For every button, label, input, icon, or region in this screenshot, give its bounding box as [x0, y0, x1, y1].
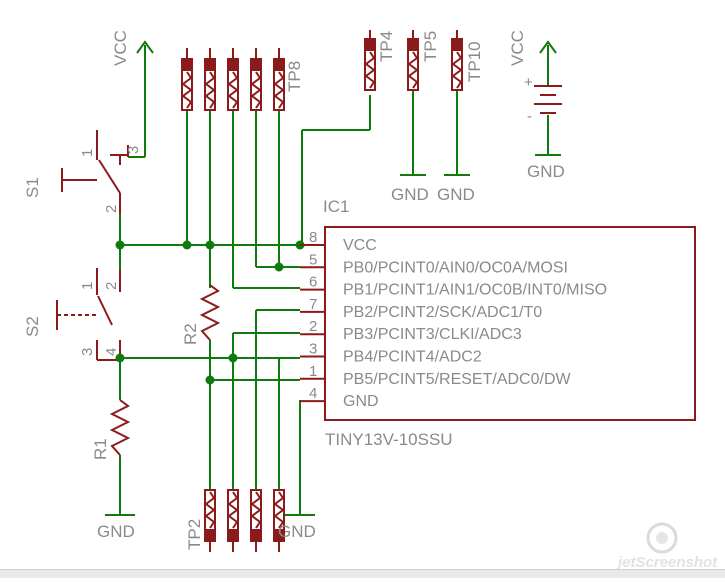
test-point-tp5: TP5 [407, 30, 440, 91]
ic1-pin-signal: PB3/PCINT3/CLKI/ADC3 [343, 326, 522, 343]
s2-label: S2 [23, 316, 42, 337]
ic1-pin-signal: GND [343, 393, 379, 410]
tp8-label: TP8 [285, 61, 304, 92]
wires [105, 45, 561, 516]
ic1-pin-signal: PB0/PCINT0/AIN0/OC0A/MOSI [343, 259, 568, 276]
test-points-top: TP8 [181, 48, 304, 111]
ic1-pin-number: 4 [309, 385, 317, 402]
vcc-label-left: VCC [111, 30, 130, 66]
watermark-logo: jetScreenshot [616, 522, 718, 571]
tp10-label: TP10 [465, 41, 484, 82]
tp4-label: TP4 [377, 31, 396, 62]
test-point [204, 489, 216, 552]
ic1-pin-signal: PB1/PCINT1/AIN1/OC0B/INT0/MISO [343, 282, 607, 299]
tp2-label: TP2 [185, 519, 204, 550]
switch-s2: 1 2 3 4 S2 [23, 268, 121, 361]
test-points-bottom: TP2 [185, 489, 285, 552]
ic1-pin-number: 6 [309, 274, 317, 291]
ic1-part: TINY13V-10SSU [325, 430, 453, 449]
resistor-r1: R1 [91, 399, 131, 460]
test-point [227, 489, 239, 552]
gnd-label-ic: GND [278, 522, 316, 541]
window-bottom-edge [0, 569, 725, 578]
vcc-symbol-left: VCC [111, 30, 154, 158]
ic1-pin-signal: VCC [343, 237, 377, 254]
ic1-pins: 8 VCC 5 PB0/PCINT0/AIN0/OC0A/MOSI 6 PB1/PCINT… [300, 229, 607, 410]
switch-s1: 1 2 3 S1 [23, 130, 142, 214]
r2-label: R2 [181, 323, 200, 345]
ic1-pin-number: 3 [309, 341, 317, 358]
test-point [181, 48, 193, 111]
ic1-pin-signal: PB4/PCINT4/ADC2 [343, 349, 482, 366]
test-point [273, 489, 285, 552]
ic1-pin-signal: PB2/PCINT2/SCK/ADC1/T0 [343, 304, 542, 321]
gnd-label-tp10: GND [437, 185, 475, 204]
battery-symbol: + - VCC GND [508, 30, 565, 181]
ic1-pin-number: 2 [309, 318, 317, 335]
gnd-label-tp5: GND [391, 185, 429, 204]
s2-pin2: 2 [103, 282, 120, 290]
s1-pin1: 1 [79, 149, 96, 157]
ic1: IC1 TINY13V-10SSU 8 VCC 5 PB0/PCINT0/AIN0/O… [300, 197, 696, 449]
s2-pin1: 1 [79, 282, 96, 290]
test-point-tp4: TP4 [364, 30, 396, 91]
ic1-pin-number: 8 [309, 229, 317, 246]
s2-pin4: 4 [103, 348, 120, 356]
test-point [227, 48, 239, 111]
watermark-text: jetScreenshot [616, 554, 718, 571]
vcc-label-right: VCC [508, 30, 527, 66]
battery-minus: - [527, 108, 532, 125]
gnd-label-battery: GND [527, 162, 565, 181]
s2-pin3: 3 [79, 348, 96, 356]
junctions [115, 240, 305, 385]
test-point [273, 48, 285, 111]
ic1-pin-number: 5 [309, 251, 317, 268]
tp5-label: TP5 [421, 31, 440, 62]
ic1-pin-signal: PB5/PCINT5/RESET/ADC0/DW [343, 371, 572, 388]
s1-label: S1 [23, 177, 42, 198]
r1-label: R1 [91, 438, 110, 460]
test-point [250, 489, 262, 552]
ic1-name: IC1 [323, 197, 349, 216]
s1-pin3: 3 [125, 146, 142, 154]
ic1-pin-number: 7 [309, 296, 317, 313]
resistor-r2: R2 [181, 284, 221, 345]
test-point [250, 48, 262, 111]
test-point [204, 48, 216, 111]
gnd-label-r1: GND [97, 522, 135, 541]
s1-pin2: 2 [103, 205, 120, 213]
test-point-tp10: TP10 [451, 30, 484, 91]
battery-plus: + [524, 74, 533, 91]
ic1-pin-number: 1 [309, 363, 317, 380]
